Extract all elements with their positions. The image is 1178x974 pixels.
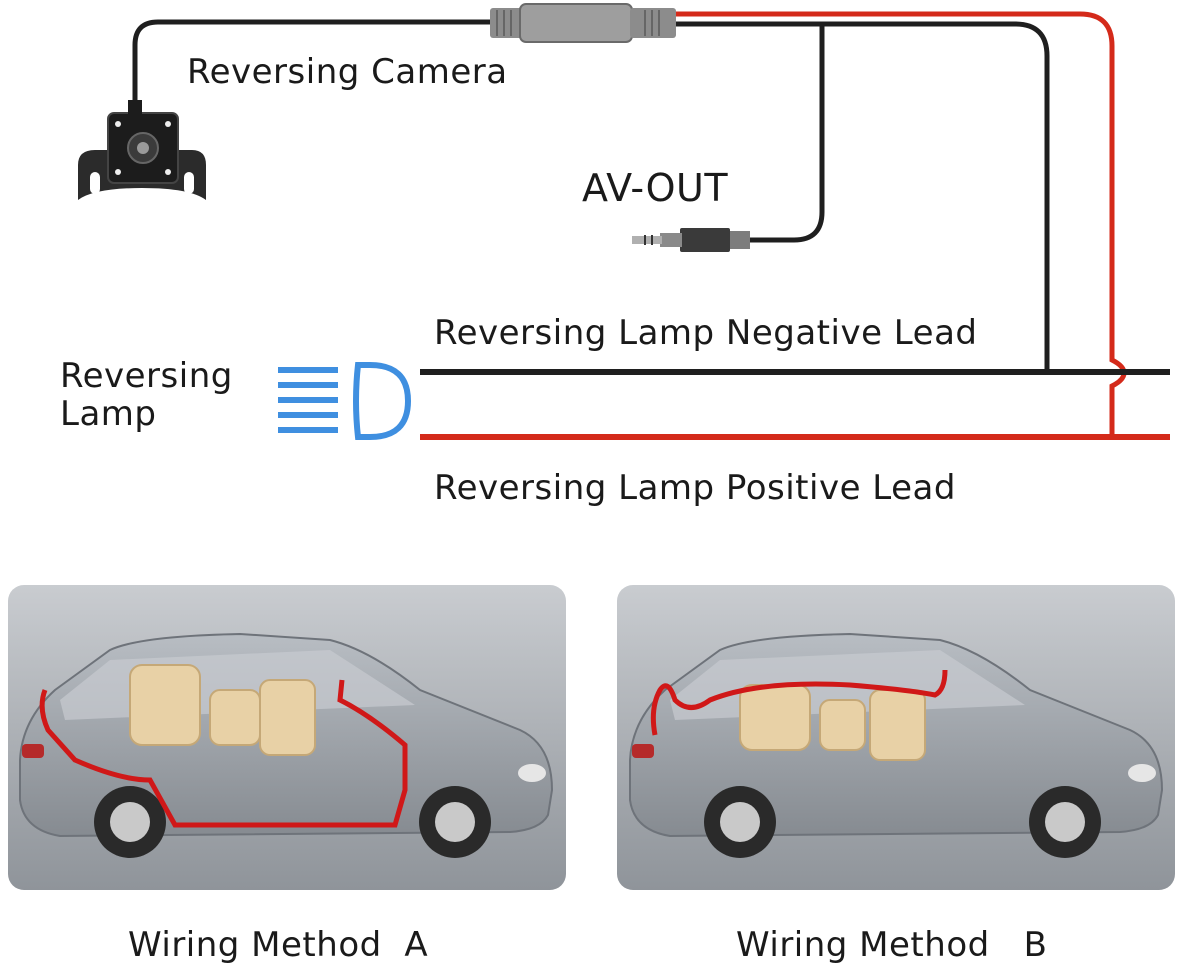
av-out-cable bbox=[745, 24, 825, 243]
car-panel-b bbox=[617, 585, 1175, 890]
positive-lead-label: Reversing Lamp Positive Lead bbox=[434, 468, 956, 508]
camera-label: Reversing Camera bbox=[187, 52, 508, 92]
headlamp-icon bbox=[278, 362, 412, 440]
av-jack-icon bbox=[632, 228, 750, 252]
route-line-a bbox=[39, 679, 408, 828]
car-panel-a bbox=[8, 585, 566, 890]
lamp-label-line1: Reversing bbox=[60, 356, 233, 396]
lamp-label: Reversing Lamp bbox=[60, 357, 233, 433]
camera-cable bbox=[132, 19, 500, 100]
car-icon bbox=[19, 632, 554, 858]
wiring-method-b-label: Wiring Method B bbox=[736, 925, 1048, 965]
camera-icon bbox=[78, 100, 206, 200]
positive-wire-run bbox=[676, 11, 1127, 436]
negative-lead-label: Reversing Lamp Negative Lead bbox=[434, 313, 978, 353]
route-line-b bbox=[650, 669, 948, 736]
av-out-label: AV-OUT bbox=[582, 166, 729, 210]
wiring-method-a-label: Wiring Method A bbox=[128, 925, 429, 965]
negative-wire-run bbox=[676, 21, 1050, 372]
lamp-label-line2: Lamp bbox=[60, 394, 157, 434]
cable-connector bbox=[490, 3, 676, 43]
car-icon bbox=[629, 632, 1164, 858]
